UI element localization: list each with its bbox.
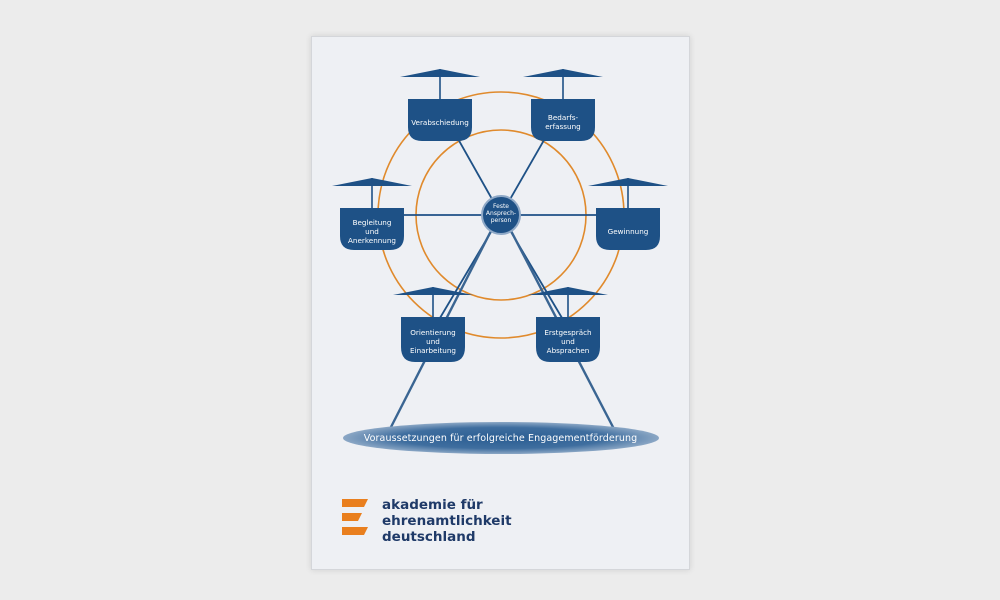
gondola-bedarfserfassung (523, 69, 603, 141)
gondola-gewinnung (588, 178, 668, 250)
gondola-label-verabschiedung: Verabschiedung (411, 118, 469, 127)
gondola-cabin (408, 99, 472, 141)
gondola-label-orientierung: Orientierung und Einarbeitung (410, 328, 456, 355)
gondola-orientierung (393, 287, 473, 362)
gondola-label-gewinnung: Gewinnung (607, 227, 649, 236)
logo-line-1: akademie für (382, 497, 483, 513)
gondola-cabin (596, 208, 660, 250)
hub (481, 195, 521, 235)
logo: akademie für ehrenamtlichkeit deutschlan… (342, 497, 542, 547)
logo-text: akademie für ehrenamtlichkeit deutschlan… (382, 497, 512, 545)
logo-mark-icon (342, 499, 368, 535)
gondola-label-erstgespraech: Erstgespräch und Absprachen (544, 328, 592, 355)
logo-line-2: ehrenamtlichkeit (382, 513, 512, 529)
gondola-cabin (536, 317, 600, 362)
gondola-erstgespraech (528, 287, 608, 362)
hub-label: Feste Ansprech- person (485, 203, 517, 224)
document-card: Feste Ansprech- person Verabschiedung Be… (311, 36, 690, 570)
gondola-label-bedarfserfassung: Bedarfs- erfassung (545, 113, 581, 131)
gondola-begleitung (332, 178, 412, 250)
base-label: Voraussetzungen für erfolgreiche Engagem… (363, 433, 638, 444)
ferris-wheel-diagram (332, 69, 668, 454)
gondola-cabin (401, 317, 465, 362)
gondola-verabschiedung (400, 69, 480, 141)
gondola-cabin (531, 99, 595, 141)
logo-line-3: deutschland (382, 529, 476, 545)
gondola-label-begleitung: Begleitung und Anerkennung (348, 218, 396, 245)
base-ellipse (343, 422, 659, 454)
gondola-cabin (340, 208, 404, 250)
